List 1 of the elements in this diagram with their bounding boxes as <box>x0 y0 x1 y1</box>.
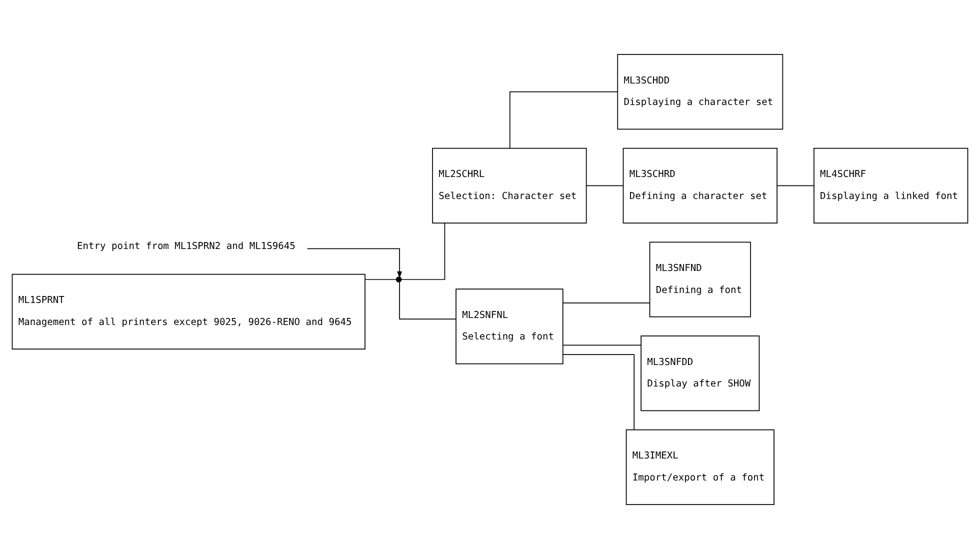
node-text: Entry point from ML1SPRN2 and ML1S9645 <box>76 240 296 252</box>
